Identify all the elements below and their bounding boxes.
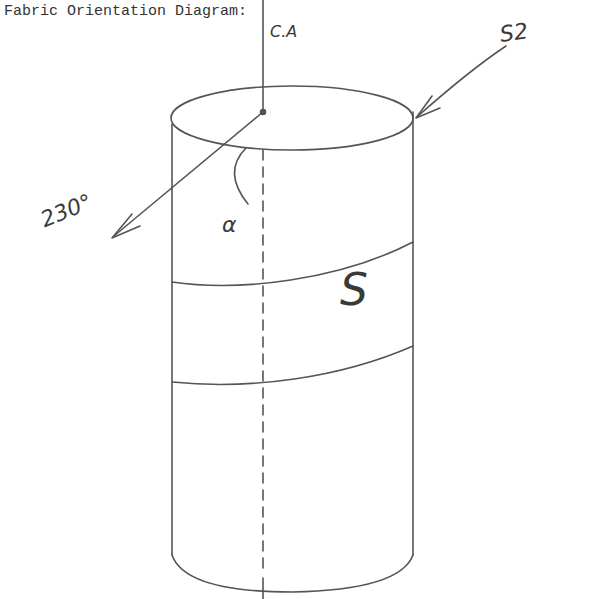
core-side: [412, 112, 414, 555]
azimuth-label: 230°: [38, 191, 95, 231]
surface-mark: S: [340, 268, 368, 312]
arrow-head: [112, 214, 140, 238]
angle-symbol: α: [222, 214, 237, 236]
core-band: [172, 346, 413, 384]
direction-arrow: [114, 112, 263, 236]
leader-arrow: [418, 46, 506, 116]
surface-label: S2: [499, 20, 530, 46]
core-axis-hidden: [262, 150, 264, 575]
core-axis: [262, 578, 264, 599]
core-bottom: [172, 555, 413, 592]
sheet-heading: Fabric Orientation Diagram:: [4, 4, 247, 19]
arrow-head: [416, 96, 440, 118]
core-axis: [262, 0, 264, 112]
core-band: [172, 242, 413, 285]
core-top: [171, 86, 413, 150]
axis-label: C.A: [270, 24, 297, 40]
angle-arc: [234, 148, 248, 204]
